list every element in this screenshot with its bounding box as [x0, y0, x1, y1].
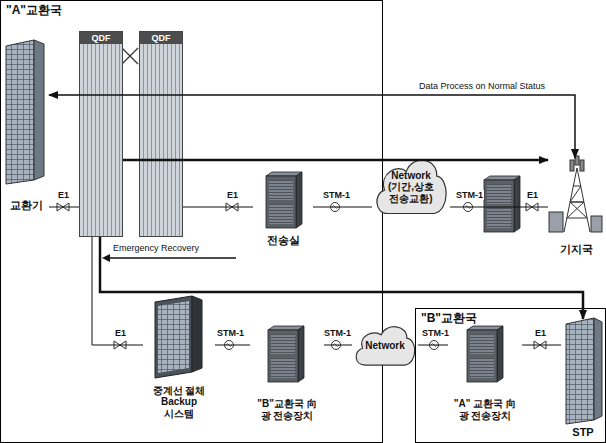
- interface-label: STM-1: [216, 328, 245, 338]
- node-label: 전송실: [267, 234, 300, 247]
- stm1-wire: [215, 345, 250, 346]
- interface-label: STM-1: [323, 328, 352, 338]
- interface-label: STM-1: [322, 190, 351, 200]
- backup-system-box: 중계선 절체 Backup 시스템: [143, 297, 215, 421]
- switch-rack: [6, 40, 44, 184]
- e1-wire: [183, 207, 253, 208]
- node-label: 기지국: [560, 243, 593, 256]
- base-station-tower: [549, 156, 602, 232]
- stm1-wire: [313, 207, 372, 208]
- stm1-wire: [418, 345, 448, 346]
- interface-label: E1: [57, 190, 70, 200]
- interface-label: STM-1: [455, 190, 484, 200]
- interface-label: E1: [534, 328, 547, 338]
- flow-label: Emergency Recovery: [112, 243, 200, 253]
- node-label: Network: [365, 340, 404, 352]
- e1-wire: [522, 345, 561, 346]
- qdf-cross-wires: [122, 48, 138, 64]
- node-label: "B"교환국: [421, 312, 477, 326]
- transmission-device: [484, 176, 520, 232]
- stm1-symbol: [225, 203, 473, 350]
- node-label: "B"교환국 向 광 전송장치: [254, 398, 320, 421]
- stm1-wire: [450, 207, 548, 208]
- interface-label: E1: [226, 190, 239, 200]
- base-station-box: 기지국: [548, 158, 604, 258]
- node-label: "A" 교환국 向 광 전송장치: [452, 398, 518, 421]
- node-label: STP: [572, 426, 593, 439]
- node-label: 중계선 절체 Backup 시스템: [147, 385, 211, 420]
- recovery-path-arrow: [100, 237, 583, 319]
- node-label: QDF: [80, 32, 122, 44]
- e1-wire: [49, 207, 79, 208]
- node-label: "A"교환국: [6, 4, 62, 18]
- edge-label: Data Process on Normal Status: [418, 81, 546, 91]
- e1-symbol: [57, 203, 546, 349]
- node-label: Network (기간,상호 전송교환): [383, 170, 439, 205]
- qdf-rack: QDF: [139, 31, 183, 237]
- optical-transmission-device: [268, 326, 304, 382]
- backup-rack: [155, 296, 202, 378]
- normal-path-arrow: [123, 159, 548, 162]
- optical-device-box: "B"교환국 向 광 전송장치: [250, 323, 324, 423]
- network-cloud: Network: [352, 318, 418, 374]
- stm1-wire: [324, 345, 352, 346]
- interface-label: E1: [526, 190, 539, 200]
- node-label: QDF: [140, 32, 182, 44]
- transmission-box: 전송실: [253, 169, 313, 249]
- optical-transmission-device: [467, 326, 503, 382]
- emergency-arrow: [102, 254, 236, 262]
- stp-rack: [566, 318, 602, 424]
- interface-label: STM-1: [421, 328, 450, 338]
- interface-label: E1: [114, 328, 127, 338]
- transmission-device: [266, 172, 302, 228]
- stp-box: STP: [561, 319, 605, 441]
- optical-device-box: "A" 교환국 向 광 전송장치: [448, 323, 522, 423]
- network-cloud: Network (기간,상호 전송교환): [372, 148, 450, 226]
- data-flow-arrow: [49, 95, 575, 158]
- qdf-rack: QDF: [79, 31, 123, 237]
- exchange-region: "A"교환국교환기 QDF QDF 전송실중계선 절체 Backup 시스템 "B"교환…: [0, 0, 383, 443]
- e1-wire: [92, 237, 143, 345]
- node-label: 교환기: [10, 199, 43, 212]
- switch-box: 교환기: [3, 39, 49, 214]
